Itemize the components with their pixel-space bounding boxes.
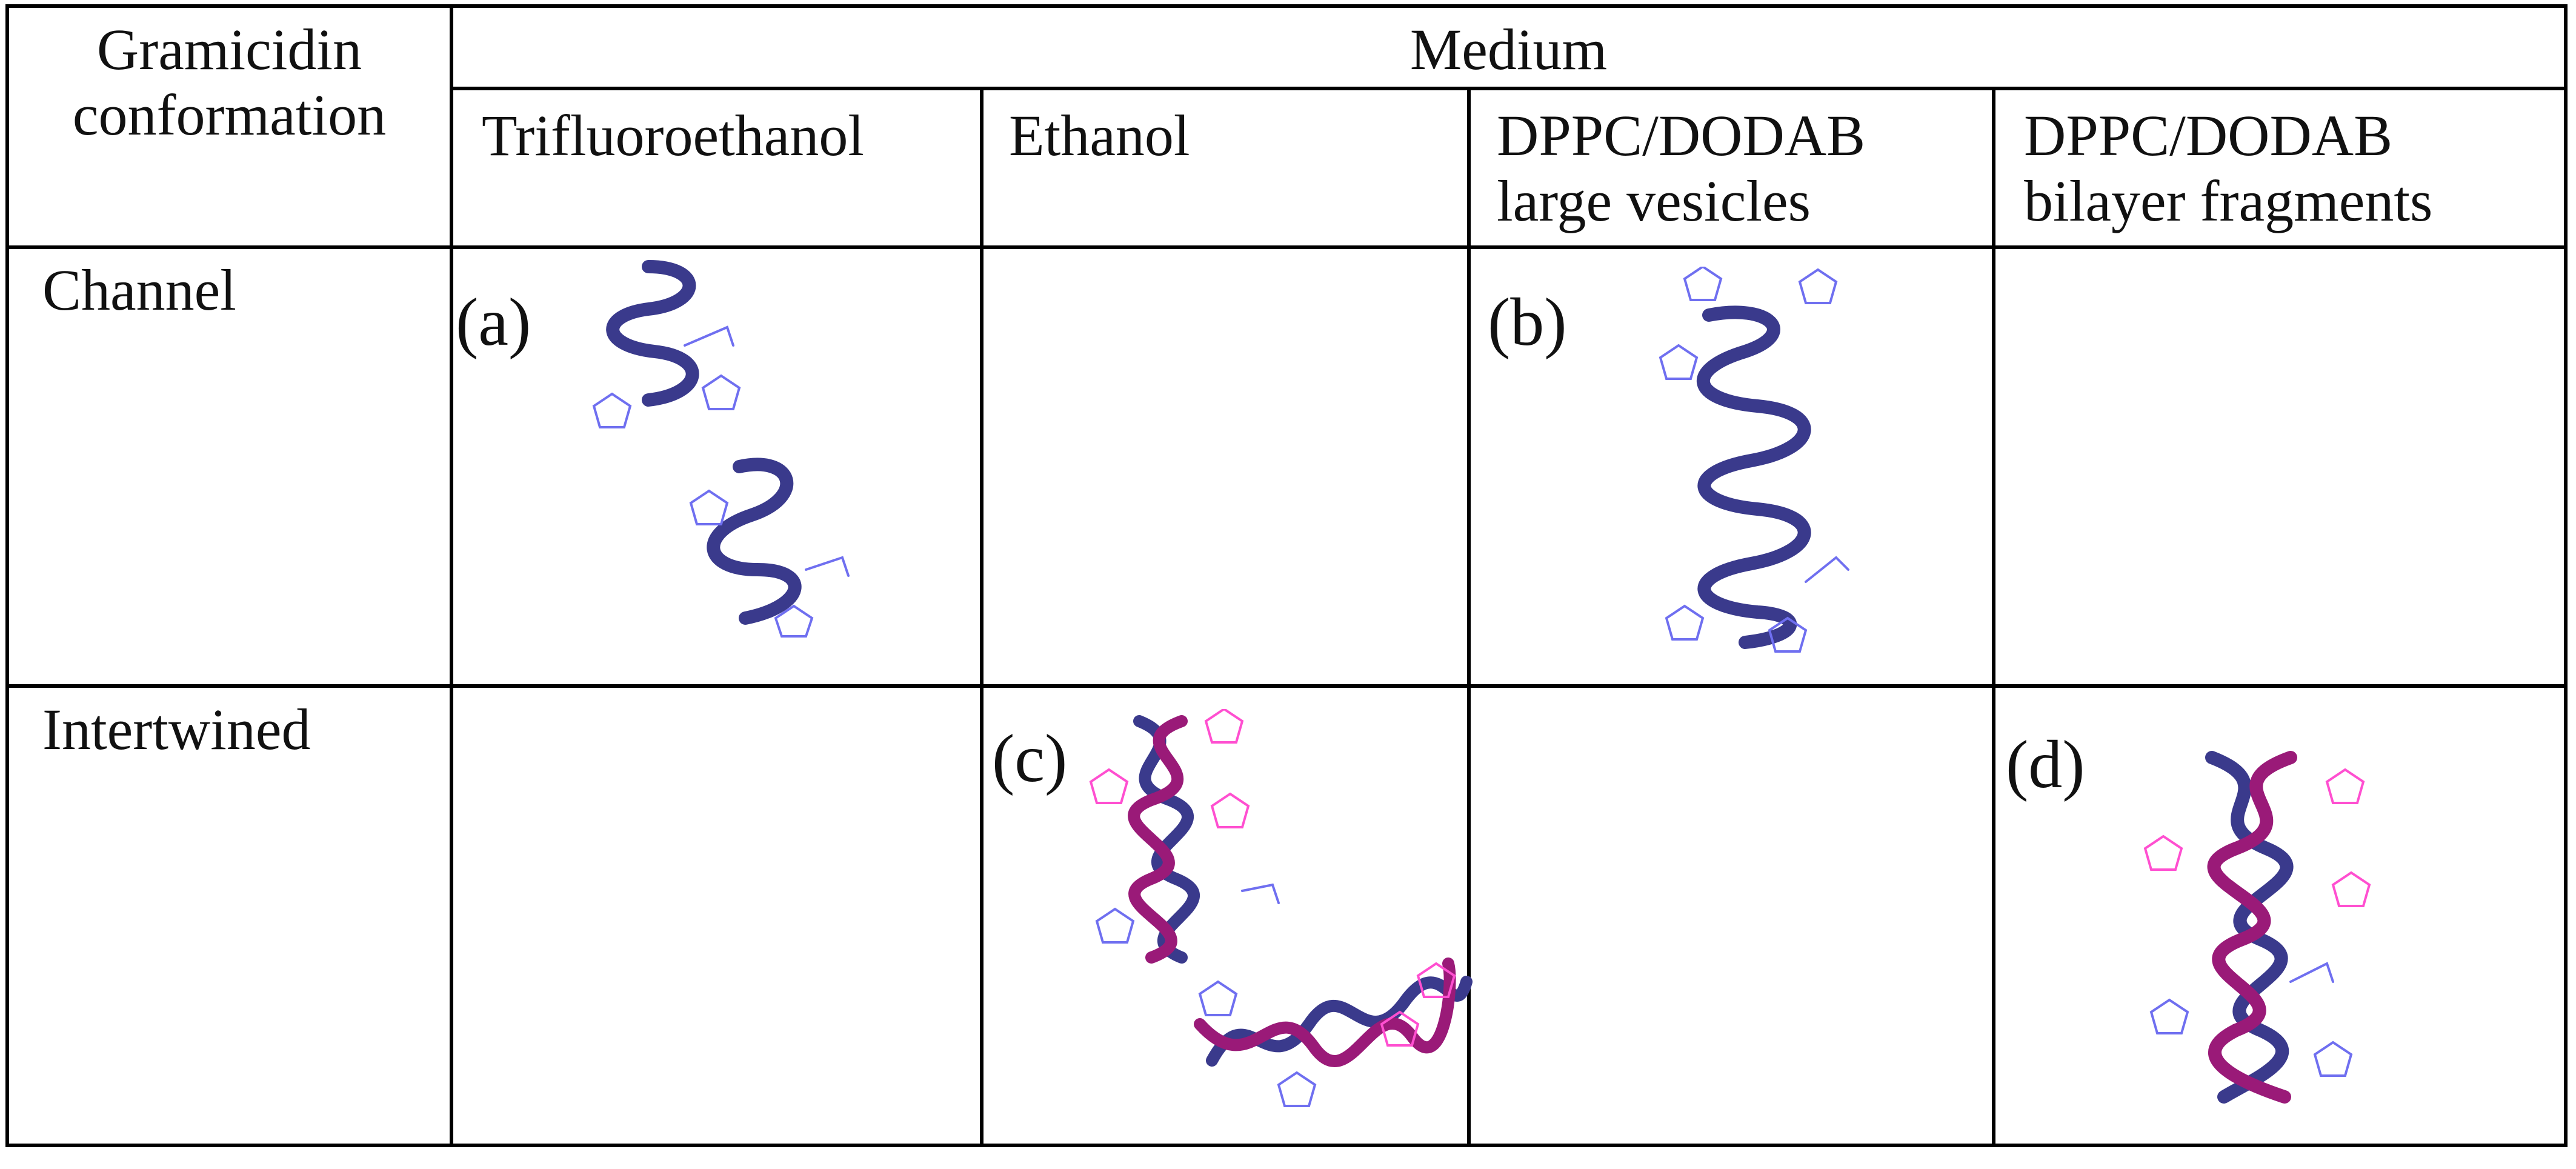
column-header-large-vesicles: DPPC/DODAB large vesicles — [1497, 103, 1865, 233]
row-header-title-line-1: Gramicidin — [96, 17, 362, 82]
molecule-a-channel-image — [592, 260, 850, 638]
row-header-title: Gramicidin conformation — [7, 17, 451, 147]
column-header-ethanol: Ethanol — [1009, 103, 1190, 168]
panel-label-a: (a) — [456, 285, 531, 360]
molecule-d-intertwined-image — [2143, 751, 2371, 1104]
molecule-c-intertwined-image — [1089, 709, 1473, 1107]
column-header-line: DPPC/DODAB — [2024, 103, 2393, 168]
column-header-line: large vesicles — [1497, 168, 1811, 233]
panel-label-b: (b) — [1488, 285, 1567, 360]
column-header-line: Trifluoroethanol — [482, 103, 865, 168]
column-header-trifluoroethanol: Trifluoroethanol — [482, 103, 864, 168]
panel-label-c: (c) — [992, 721, 1068, 796]
column-header-line: Ethanol — [1009, 103, 1190, 168]
column-header-line: bilayer fragments — [2024, 168, 2433, 233]
column-header-line: DPPC/DODAB — [1497, 103, 1866, 168]
row-header-title-line-2: conformation — [72, 82, 387, 147]
column-group-title: Medium — [1409, 17, 1608, 82]
row-label-channel: Channel — [42, 258, 236, 322]
panel-label-d: (d) — [2006, 727, 2085, 802]
row-label-intertwined: Intertwined — [42, 697, 311, 762]
molecule-b-channel-image — [1659, 267, 1849, 653]
column-header-bilayer-fragments: DPPC/DODAB bilayer fragments — [2024, 103, 2432, 233]
